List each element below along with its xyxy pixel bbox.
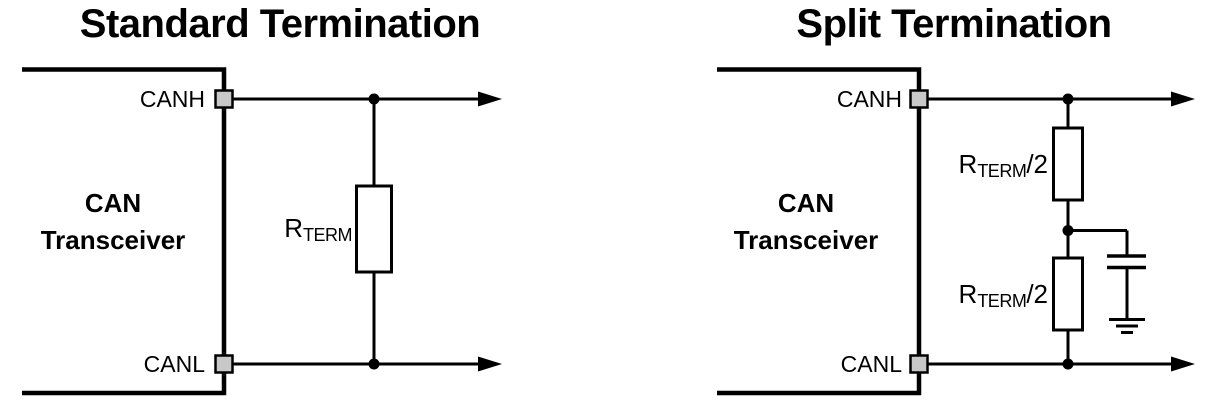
transceiver-box-outline [22, 67, 227, 396]
termination-resistor-body [355, 184, 393, 274]
resistor-label-subscript: TERM [303, 225, 353, 245]
capacitor-symbol [1107, 254, 1146, 270]
canh-arrowhead-icon [478, 91, 502, 107]
termination-resistor-label: RTERM [212, 212, 352, 247]
split-termination-title: Split Termination [796, 2, 1112, 46]
transceiver-label-line2: Transceiver [733, 225, 879, 255]
lower-resistor-body [1052, 256, 1084, 332]
canl-junction-dot [368, 358, 380, 370]
canh-junction-dot [1062, 93, 1074, 105]
canl-arrowhead-icon [1171, 356, 1195, 372]
standard-termination-title: Standard Termination [79, 2, 481, 46]
transceiver-box-outline [717, 67, 922, 396]
upper-resistor-label: RTERM/2 [908, 148, 1048, 183]
canl-pin-label: CANL [840, 351, 902, 377]
canh-pin [909, 89, 929, 109]
lower-resistor-label: RTERM/2 [908, 278, 1048, 313]
canh-pin [214, 89, 234, 109]
upper-resistor-body [1052, 126, 1084, 202]
resistor-label-base: R [958, 149, 978, 179]
canl-arrowhead-icon [478, 356, 502, 372]
transceiver-label-line1: CAN [84, 188, 142, 218]
resistor-label-subscript: TERM [977, 161, 1027, 181]
transceiver-label-line2: Transceiver [40, 225, 186, 255]
resistor-label-suffix: /2 [1026, 149, 1048, 179]
split-termination-circuit [717, 67, 1195, 396]
ground-symbol [1109, 318, 1145, 334]
center-tap-junction-dot [1062, 225, 1074, 236]
canh-pin-label: CANH [836, 86, 902, 112]
resistor-label-suffix: /2 [1026, 279, 1048, 309]
canl-junction-dot [1062, 358, 1074, 370]
canh-junction-dot [368, 93, 380, 105]
canl-pin-label: CANL [143, 351, 205, 377]
transceiver-label-standard: CAN Transceiver [13, 185, 213, 259]
resistor-label-base: R [284, 213, 303, 243]
canl-pin [909, 354, 929, 374]
standard-termination-circuit [22, 67, 502, 396]
transceiver-label-split: CAN Transceiver [706, 185, 906, 259]
resistor-label-subscript: TERM [977, 291, 1027, 311]
canh-arrowhead-icon [1171, 91, 1195, 107]
canl-pin [214, 354, 234, 374]
transceiver-label-line1: CAN [777, 188, 835, 218]
canh-pin-label: CANH [139, 86, 205, 112]
resistor-label-base: R [958, 279, 978, 309]
